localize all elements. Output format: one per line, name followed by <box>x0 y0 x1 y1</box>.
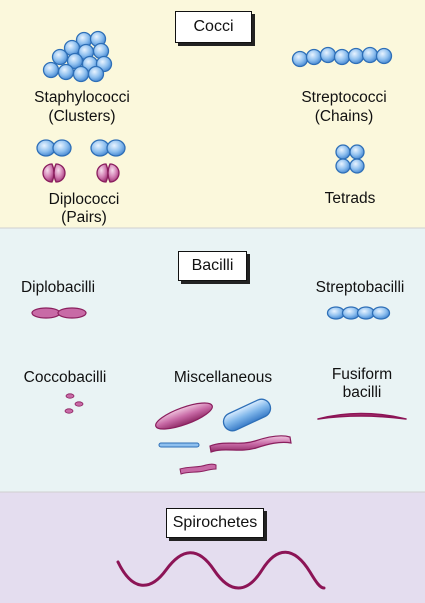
fusiform-bacilli-icon <box>317 412 407 420</box>
streptococci-label: Streptococci <box>301 89 387 106</box>
tetrads-icon <box>335 144 365 174</box>
streptococci-sublabel: (Chains) <box>314 108 374 125</box>
diplobacilli-label: Diplobacilli <box>20 279 96 296</box>
coccobacilli-icon <box>64 393 84 414</box>
tetrads-label: Tetrads <box>324 190 376 207</box>
streptobacilli-icon <box>326 306 391 320</box>
cocci-title: Cocci <box>175 11 252 43</box>
miscellaneous-label: Miscellaneous <box>173 369 273 386</box>
diplococci-label: Diplococci <box>48 191 120 208</box>
fusiform-label: Fusiform <box>331 366 393 383</box>
spirochete-icon <box>116 550 326 590</box>
coccobacilli-label: Coccobacilli <box>23 369 107 386</box>
staphylococci-cluster-icon <box>42 30 113 83</box>
spirochetes-title: Spirochetes <box>166 508 264 538</box>
staphylococci-label: Staphylococci <box>34 89 130 106</box>
fusiform-sublabel: bacilli <box>342 384 382 401</box>
diplococci-pairs-icon <box>36 139 126 183</box>
staphylococci-sublabel: (Clusters) <box>48 108 116 125</box>
streptobacilli-label: Streptobacilli <box>315 279 405 296</box>
streptococci-chain-icon <box>291 46 393 68</box>
miscellaneous-bacilli-icon <box>155 398 292 475</box>
bacilli-title: Bacilli <box>178 251 247 281</box>
diplococci-sublabel: (Pairs) <box>61 209 107 226</box>
diplobacilli-icon <box>31 307 87 319</box>
